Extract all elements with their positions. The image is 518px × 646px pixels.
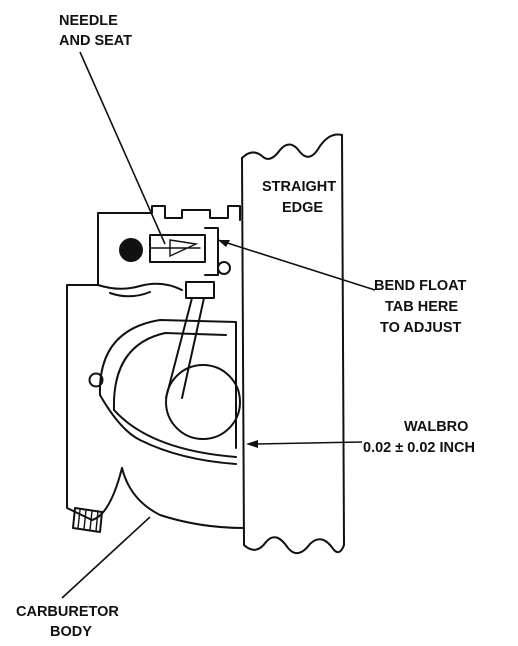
carburetor-body-label-line2: BODY xyxy=(50,624,92,640)
straight-edge-label-line1: STRAIGHT xyxy=(262,179,336,195)
walbro-arrow xyxy=(246,440,258,448)
needle-seat-leader xyxy=(79,51,166,245)
bend-float-label-line3: TO ADJUST xyxy=(380,320,462,336)
straight-edge xyxy=(241,133,345,555)
needle-ball-icon xyxy=(119,238,143,262)
walbro-label-line1: WALBRO xyxy=(404,419,468,435)
carburetor-body-leader xyxy=(61,516,151,599)
carburetor-body-label-line1: CARBURETOR xyxy=(16,604,119,620)
needle-seat-label-line2: AND SEAT xyxy=(59,33,132,49)
bend-float-label-line2: TAB HERE xyxy=(385,299,458,315)
carburetor-body xyxy=(66,205,245,533)
walbro-leader xyxy=(255,441,363,445)
needle-seat-label-line1: NEEDLE xyxy=(59,13,118,29)
bend-tab-arrow xyxy=(218,240,230,247)
bend-float-label-line1: BEND FLOAT xyxy=(374,278,467,294)
straight-edge-label-line2: EDGE xyxy=(282,200,323,216)
walbro-label-line2: 0.02 ± 0.02 INCH xyxy=(363,440,475,456)
bend-tab-leader xyxy=(217,239,376,291)
